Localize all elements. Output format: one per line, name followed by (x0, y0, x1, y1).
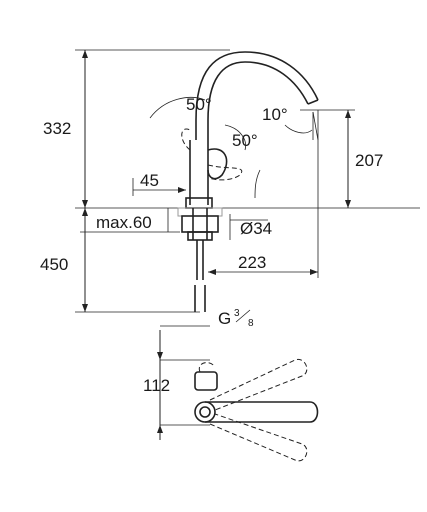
label-max60: max.60 (96, 213, 152, 232)
spout-tilt-line (312, 111, 319, 141)
dimension-max60 (80, 208, 180, 233)
lever-dashed-left (181, 128, 191, 151)
dimension-hole-dia (229, 214, 268, 240)
lever-dashed-right (207, 164, 243, 181)
dimension-450 (82, 208, 88, 312)
angle-arc-10 (284, 124, 313, 134)
angle-arc-50a (149, 97, 206, 119)
dimension-45 (132, 178, 186, 196)
plan-view (157, 330, 319, 462)
faucet-body (185, 51, 319, 209)
label-10: 10° (262, 105, 288, 124)
dimension-332 (82, 50, 88, 208)
angle-arc-50b (224, 124, 247, 151)
label-112: 112 (143, 376, 170, 395)
mounting-assembly (177, 207, 223, 312)
dimension-207 (345, 110, 351, 208)
label-223: 223 (238, 253, 266, 272)
label-450: 450 (40, 255, 68, 274)
label-dia34: Ø34 (240, 219, 272, 238)
lever-solid (207, 148, 228, 180)
label-45: 45 (140, 171, 159, 190)
label-50b: 50° (232, 131, 258, 150)
dimension-223 (208, 110, 319, 278)
thread-fraction-bar (235, 309, 251, 323)
label-50a: 50° (186, 95, 212, 114)
label-thread-num: 3 (234, 308, 240, 319)
angle-arc-lower (254, 169, 261, 199)
label-thread: G (218, 309, 231, 328)
label-332: 332 (43, 119, 71, 138)
label-207: 207 (355, 151, 383, 170)
label-thread-den: 8 (248, 318, 254, 329)
